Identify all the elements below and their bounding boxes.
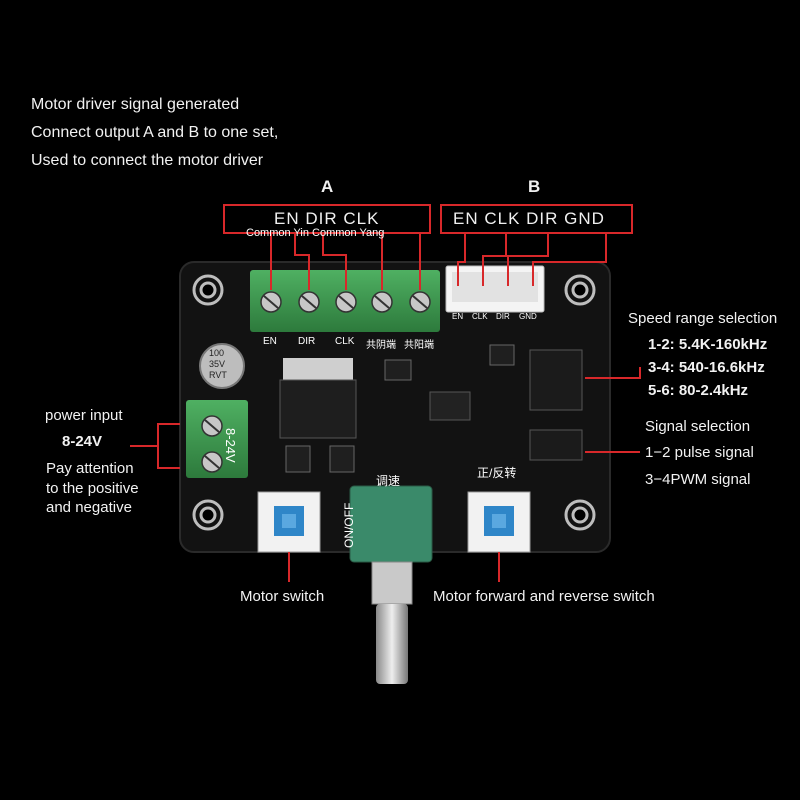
intro-line-1: Motor driver signal generated	[31, 96, 240, 113]
group-a-label: A	[321, 177, 334, 196]
fwd-rev-switch	[467, 491, 531, 553]
group-b-label: B	[528, 177, 541, 196]
terminal-block-a	[250, 270, 440, 332]
capacitor	[199, 343, 245, 389]
silk-a-dir: DIR	[298, 336, 316, 347]
mounting-holes	[192, 274, 596, 531]
speed-range-title: Speed range selection	[628, 310, 778, 327]
power-voltage-label: 8-24V	[62, 433, 103, 450]
signal-pulse: 1−2 pulse signal	[645, 444, 754, 461]
signal-selection-title: Signal selection	[645, 418, 751, 435]
capacitor-label-1: 100	[209, 348, 225, 358]
silk-onoff: ON/OFF	[342, 502, 356, 548]
attention-line-2: to the positive	[46, 480, 139, 497]
silk-b-clk: CLK	[472, 312, 488, 321]
regulator	[279, 358, 357, 439]
silk-a-clk: CLK	[335, 336, 355, 347]
intro-line-2: Connect output A and B to one set,	[31, 124, 279, 141]
silk-b-en: EN	[452, 312, 464, 321]
silk-power: 8-24V	[223, 428, 238, 463]
ic-chip	[429, 391, 471, 421]
annotation-lines	[130, 204, 641, 582]
silk-fwd-rev: 正/反转	[477, 466, 517, 480]
silk-b-dir: DIR	[496, 312, 510, 321]
attention-line-1: Pay attention	[46, 460, 134, 477]
speed-range-5-6: 5-6: 80-2.4kHz	[648, 382, 749, 399]
group-a-common-label: Common Yin Common Yang	[246, 227, 385, 239]
signal-pwm: 3−4PWM signal	[645, 471, 751, 488]
motor-switch-label: Motor switch	[240, 588, 325, 605]
power-terminal	[186, 400, 248, 478]
silk-a-common-yin: 共阴端	[366, 340, 396, 351]
connector-b	[445, 265, 545, 313]
group-a-pins: EN DIR CLK	[274, 209, 380, 228]
motor-switch	[257, 491, 321, 553]
jumper-headers	[529, 349, 583, 461]
silk-a-en: EN	[263, 336, 277, 347]
silk-speed: 调速	[376, 474, 401, 488]
speed-range-1-2: 1-2: 5.4K-160kHz	[648, 336, 768, 353]
small-components	[285, 344, 515, 473]
intro-line-3: Used to connect the motor driver	[31, 152, 264, 169]
capacitor-label-2: 35V	[209, 359, 226, 369]
speed-range-3-4: 3-4: 540-16.6kHz	[648, 359, 765, 376]
group-b-pins: EN CLK DIR GND	[453, 209, 605, 228]
power-input-label: power input	[45, 407, 123, 424]
fwd-rev-switch-label: Motor forward and reverse switch	[433, 588, 655, 605]
capacitor-label-3: RVT	[209, 370, 227, 380]
speed-potentiometer	[349, 485, 433, 684]
attention-line-3: and negative	[46, 499, 132, 516]
silk-b-gnd: GND	[519, 312, 537, 321]
silk-a-common-yang: 共阳端	[404, 340, 434, 351]
